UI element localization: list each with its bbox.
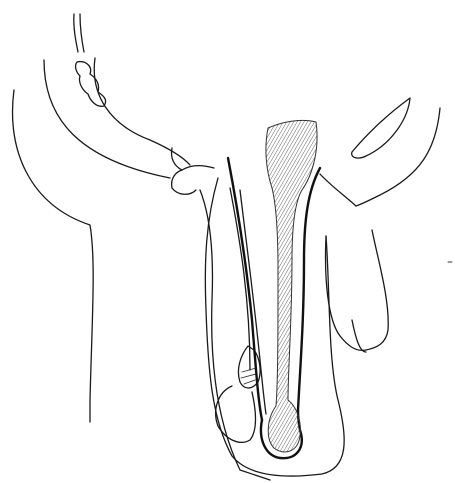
spermatic-cord-hatched	[266, 120, 317, 452]
epididymis	[216, 346, 260, 442]
coccyx-segments	[74, 14, 106, 106]
body-outline	[13, 58, 190, 422]
thigh-outline	[320, 98, 440, 206]
penis-outline	[326, 230, 389, 352]
